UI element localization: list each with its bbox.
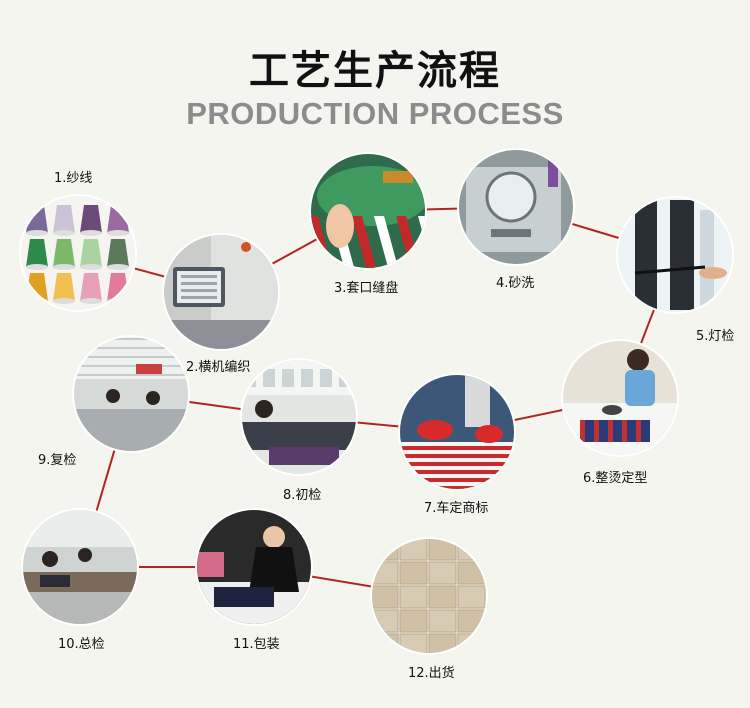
step-label-1: 1.纱线 (54, 171, 93, 186)
knitting-machine-photo (164, 235, 278, 349)
step-nodes (19, 148, 734, 655)
washing-machine-photo (459, 150, 573, 264)
step-node-1 (19, 194, 137, 312)
step-label-4: 4.砂洗 (496, 276, 535, 291)
re-inspection-photo (74, 337, 188, 451)
step-label-9: 9.复检 (38, 453, 77, 468)
step-node-2 (162, 233, 280, 351)
final-inspection-photo (23, 510, 137, 624)
yarn-cones-photo (21, 196, 135, 310)
step-label-8: 8.初检 (283, 488, 322, 503)
step-label-10: 10.总检 (58, 637, 105, 652)
step-node-12 (370, 537, 488, 655)
step-node-9 (72, 335, 190, 453)
step-label-3: 3.套口缝盘 (334, 281, 399, 296)
step-node-10 (21, 508, 139, 626)
step-label-7: 7.车定商标 (424, 501, 489, 516)
step-label-11: 11.包装 (233, 637, 280, 652)
page-title: 工艺生产流程 (249, 48, 501, 94)
step-node-3 (309, 152, 427, 270)
step-node-5 (616, 196, 734, 314)
step-label-2: 2.横机编织 (186, 360, 251, 375)
step-node-6 (561, 339, 679, 457)
packing-photo (197, 510, 311, 624)
light-inspection-photo (618, 198, 732, 312)
step-label-6: 6.整烫定型 (583, 471, 648, 486)
step-label-12: 12.出货 (408, 666, 455, 681)
initial-inspection-photo (242, 360, 356, 474)
step-label-5: 5.灯检 (696, 329, 735, 344)
sewing-label-photo (400, 375, 514, 489)
shipping-boxes-photo (372, 539, 486, 653)
step-node-4 (457, 148, 575, 266)
step-node-7 (398, 373, 516, 491)
step-node-11 (195, 508, 313, 626)
page-subtitle: PRODUCTION PROCESS (186, 96, 564, 131)
step-node-8 (240, 358, 358, 476)
ironing-photo (563, 341, 677, 455)
